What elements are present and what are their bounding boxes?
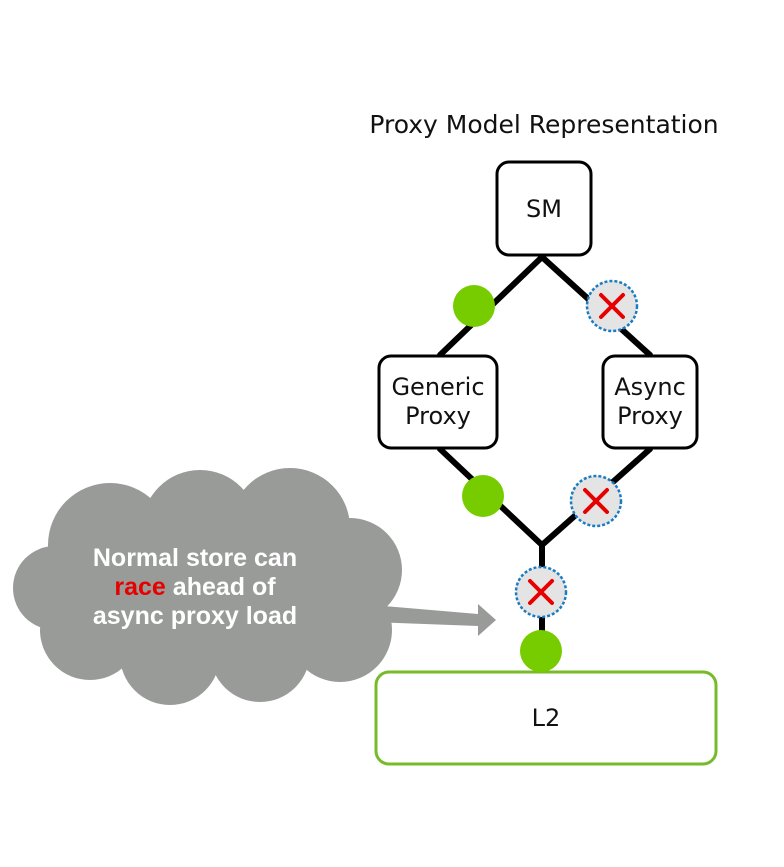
async-proxy-label-line2: Proxy	[617, 402, 683, 430]
allowed-marker-l2	[520, 630, 562, 672]
generic-proxy-node	[377, 354, 499, 450]
async-proxy-node	[601, 354, 699, 450]
allowed-marker-generic-junction	[462, 475, 504, 517]
sm-node	[495, 160, 593, 257]
callout-line2: race ahead of	[114, 573, 276, 601]
l2-node-label: L2	[532, 704, 561, 732]
generic-proxy-label-line1: Generic	[391, 373, 484, 401]
callout-cloud	[13, 468, 402, 705]
callout-line2-rest: ahead of	[173, 573, 276, 601]
allowed-marker-sm-generic	[453, 285, 495, 327]
sm-node-label: SM	[526, 195, 562, 223]
l2-node	[374, 670, 718, 766]
async-proxy-label-line1: Async	[614, 373, 686, 401]
blocked-marker-sm-async	[585, 279, 639, 333]
callout-line3: async proxy load	[93, 602, 297, 630]
diagram-title: Proxy Model Representation	[369, 110, 718, 139]
callout-arrow	[372, 604, 496, 636]
callout-line1: Normal store can	[93, 544, 297, 572]
cross-icon	[583, 488, 609, 514]
blocked-marker-async-junction	[569, 474, 623, 528]
cross-icon	[599, 293, 625, 319]
cross-icon	[528, 579, 554, 605]
callout-highlight-race: race	[114, 573, 166, 601]
generic-proxy-label-line2: Proxy	[405, 402, 471, 430]
blocked-marker-junction-l2	[514, 565, 568, 619]
